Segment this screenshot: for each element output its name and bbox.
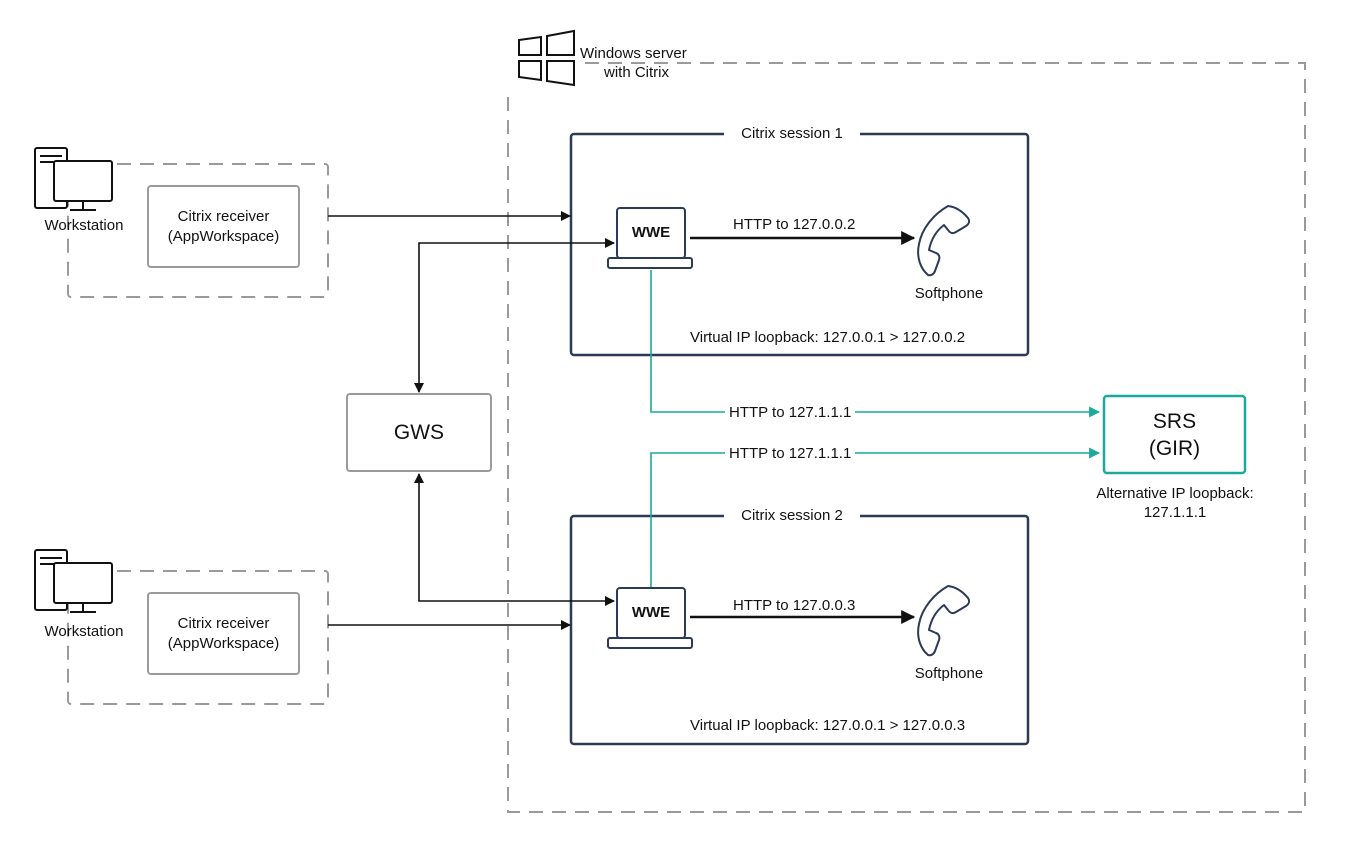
workstation-2-icon — [34, 549, 113, 613]
citrix-receiver-1-label: Citrix receiver (AppWorkspace) — [148, 186, 299, 267]
wwe-2-to-srs-link — [650, 447, 1101, 587]
gws-to-wwe-1-arrow — [414, 238, 615, 393]
softphone-1-label: Softphone — [914, 285, 984, 302]
workstation-1-label: Workstation — [44, 217, 124, 234]
session-2-loopback-label: Virtual IP loopback: 127.0.0.1 > 127.0.0… — [690, 717, 966, 734]
wwe-1-http-label: HTTP to 127.0.0.2 — [733, 216, 856, 233]
workstation-1-icon — [34, 147, 113, 211]
gws-to-wwe-2-arrow — [414, 473, 615, 606]
wwe-2-label: WWE — [631, 604, 671, 621]
citrix-session-1-title: Citrix session 1 — [724, 124, 860, 143]
windows-server-title-line1: Windows server — [580, 45, 687, 62]
gws-label: GWS — [393, 420, 445, 444]
softphone-2-icon — [917, 585, 971, 657]
wwe-1-to-srs-link — [650, 270, 1101, 418]
citrix-receiver-2-label: Citrix receiver (AppWorkspace) — [148, 593, 299, 674]
windows-logo-icon — [518, 29, 575, 87]
wwe-1-srs-http-label: HTTP to 127.1.1.1 — [725, 403, 856, 422]
srs-label: SRS (GIR) — [1104, 396, 1245, 473]
citrix-receiver-1-line2: (AppWorkspace) — [167, 227, 280, 245]
citrix-receiver-1-box — [147, 185, 300, 268]
workstation-1-container — [67, 163, 329, 298]
wwe-1-label: WWE — [631, 224, 671, 241]
gws-box — [346, 393, 492, 472]
srs-label-line2: (GIR) — [1148, 436, 1201, 460]
citrix-receiver-2-box — [147, 592, 300, 675]
citrix-receiver-2-line2: (AppWorkspace) — [167, 634, 280, 652]
wwe-2-srs-http-label: HTTP to 127.1.1.1 — [725, 444, 856, 463]
session-1-loopback-label: Virtual IP loopback: 127.0.0.1 > 127.0.0… — [690, 329, 966, 346]
windows-server-title-line2: with Citrix — [604, 64, 670, 81]
citrix-receiver-2-line1: Citrix receiver — [177, 614, 270, 632]
workstation-2-label: Workstation — [44, 623, 124, 640]
srs-alt-loopback: Alternative IP loopback: 127.1.1.1 — [1068, 484, 1282, 522]
srs-alt-loopback-line2: 127.1.1.1 — [1143, 504, 1207, 521]
citrix-session-2-title: Citrix session 2 — [724, 506, 860, 525]
srs-label-line1: SRS — [1152, 409, 1197, 433]
softphone-1-icon — [917, 205, 971, 277]
srs-box — [1102, 394, 1247, 475]
srs-alt-loopback-line1: Alternative IP loopback: — [1096, 485, 1254, 502]
workstation-2-container — [67, 570, 329, 705]
windows-server-title: Windows server with Citrix — [580, 44, 687, 82]
wwe-1-laptop-icon — [607, 207, 693, 269]
wwe-2-laptop-icon — [607, 587, 693, 649]
citrix-receiver-1-line1: Citrix receiver — [177, 207, 270, 225]
softphone-2-label: Softphone — [914, 665, 984, 682]
wwe-2-http-label: HTTP to 127.0.0.3 — [733, 597, 856, 614]
